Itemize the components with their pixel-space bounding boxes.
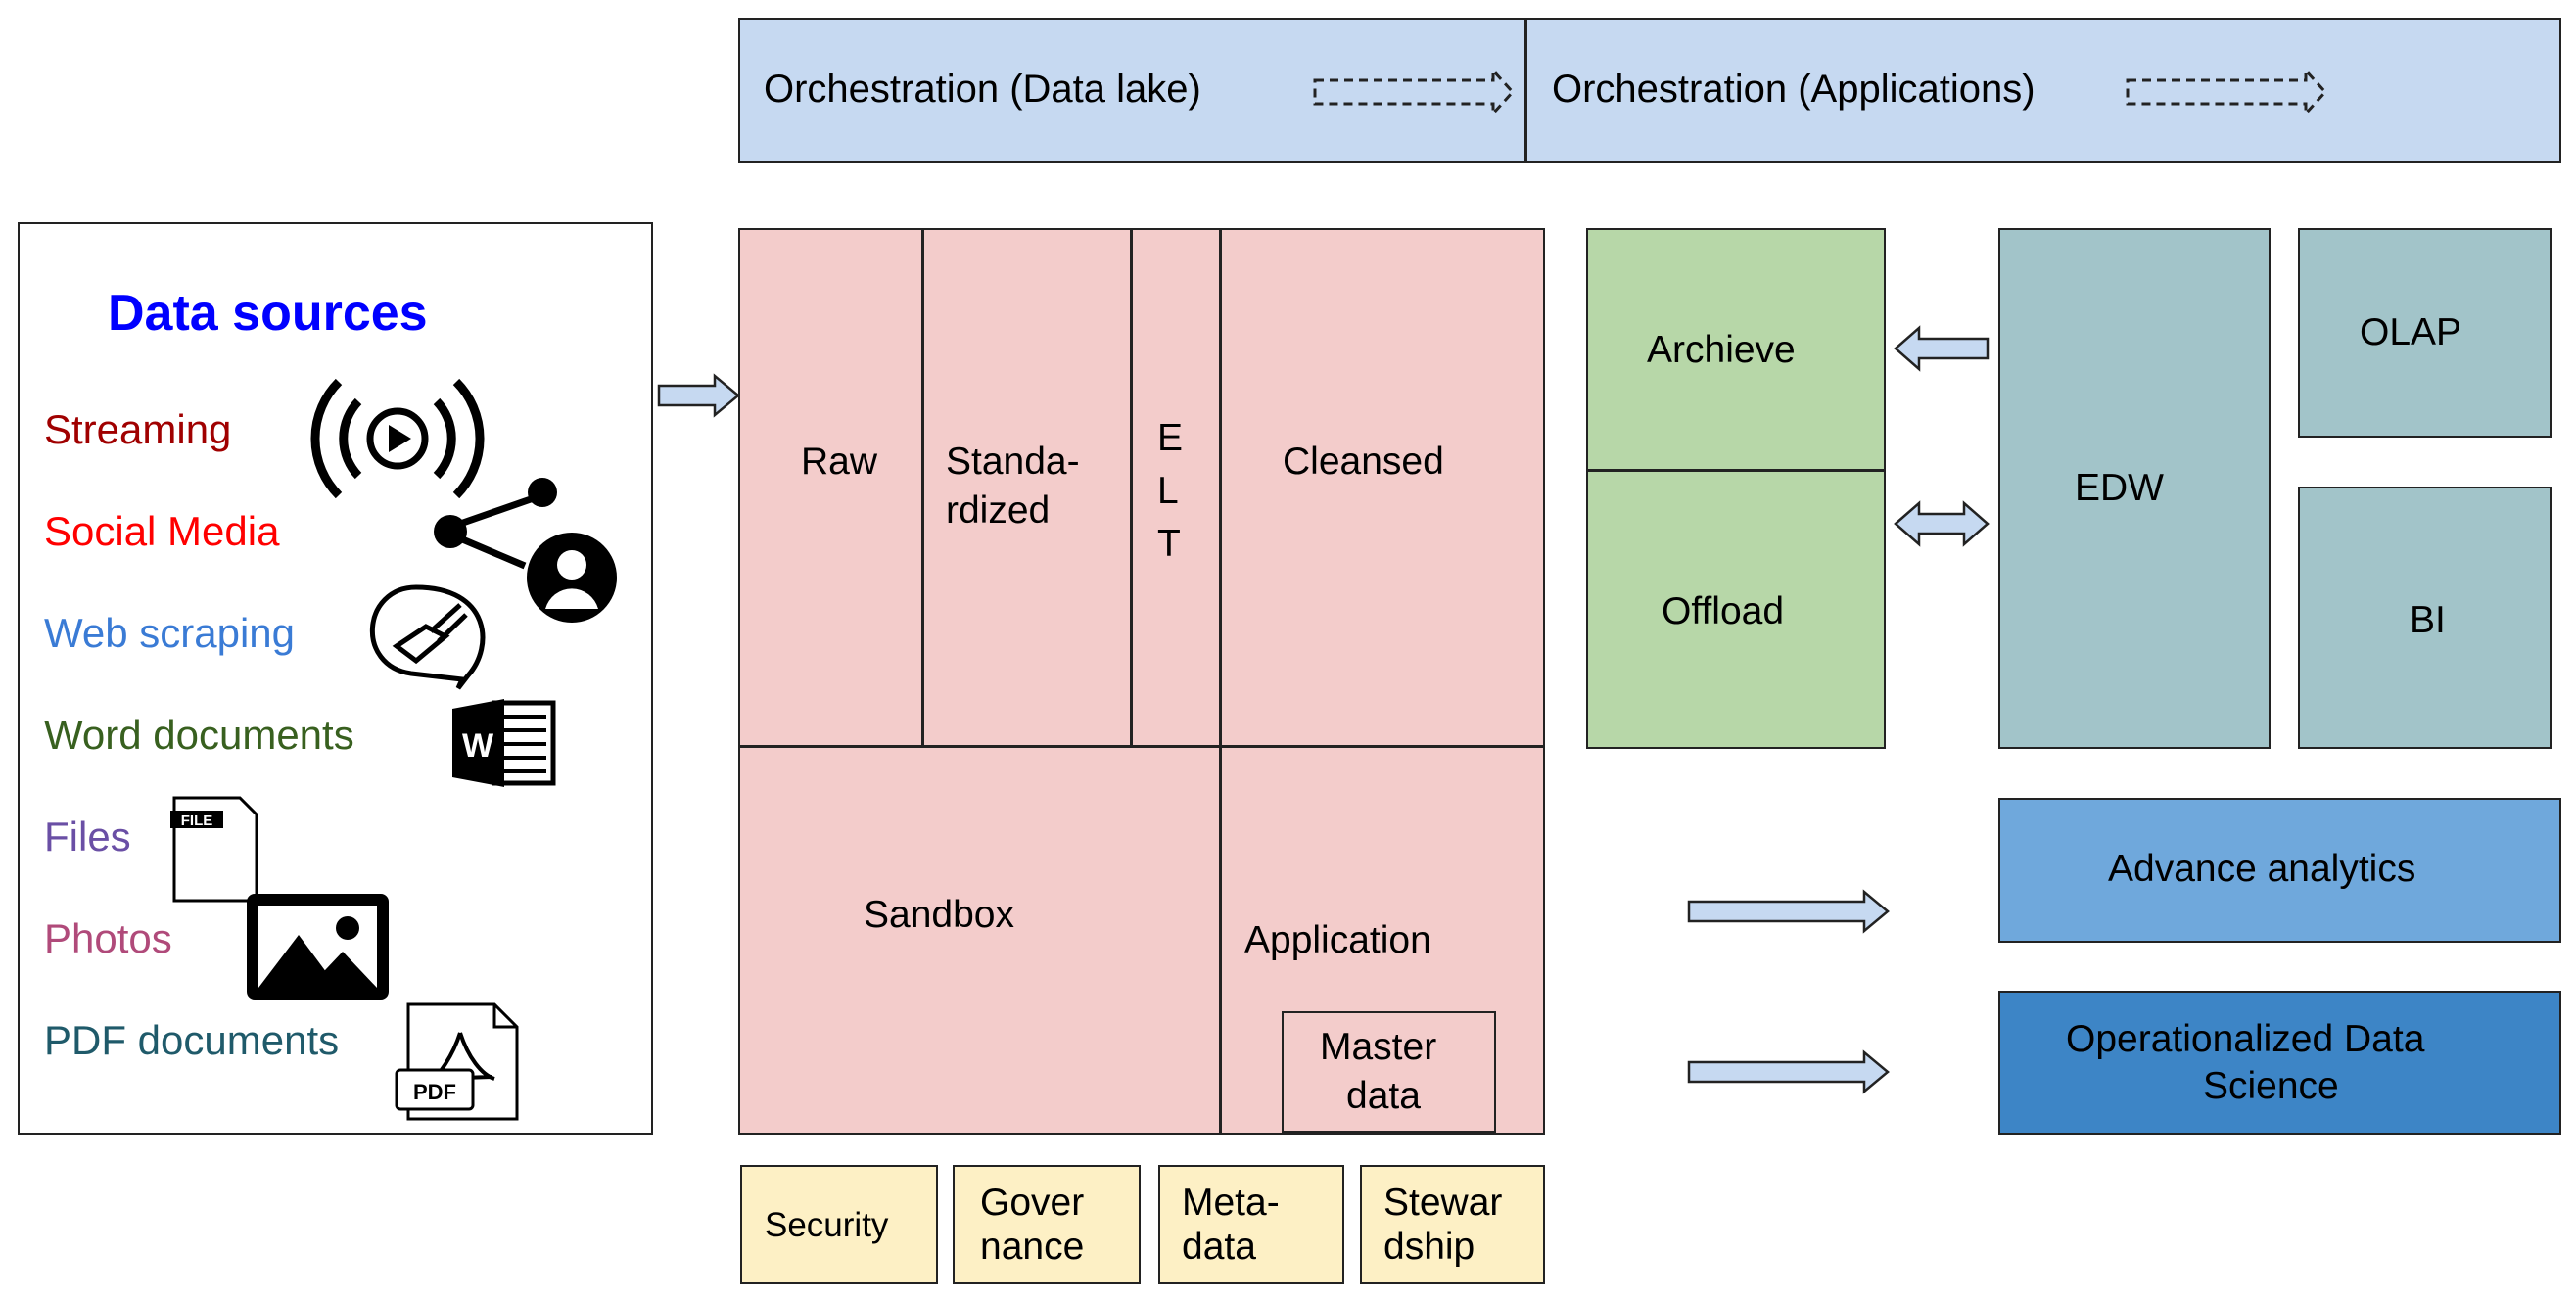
olap-label: OLAP	[2360, 311, 2462, 353]
operationalized-label-2: Science	[2203, 1065, 2339, 1107]
raw-zone-label: Raw	[801, 441, 878, 483]
web-scraping-icon	[370, 584, 486, 690]
svg-text:W: W	[462, 727, 494, 765]
orchestration-applications-label: Orchestration (Applications)	[1552, 68, 2036, 111]
edw-box	[1998, 228, 2271, 749]
orchestration-data-lake-arrow	[1313, 67, 1516, 117]
elt-divider	[1219, 228, 1222, 1135]
security-box	[740, 1165, 938, 1284]
orchestration-bar	[738, 18, 2561, 163]
sources-to-lake-arrow	[657, 373, 740, 418]
metadata-label-1: Meta-	[1182, 1182, 1280, 1224]
orchestration-divider	[1524, 18, 1527, 163]
stewardship-label-1: Stewar	[1383, 1182, 1503, 1224]
pdf-icon-text: PDF	[413, 1080, 456, 1104]
governance-label-1: Gover	[980, 1182, 1085, 1224]
edw-to-archive-arrow	[1894, 325, 1990, 372]
archive-offload-divider	[1586, 469, 1886, 472]
elt-label-t: T	[1157, 523, 1181, 565]
governance-label-2: nance	[980, 1226, 1085, 1268]
source-web-scraping-label: Web scraping	[44, 610, 296, 656]
edw-offload-double-arrow	[1894, 500, 1990, 547]
operationalized-label-1: Operationalized Data	[2066, 1018, 2425, 1060]
edw-label: EDW	[2075, 467, 2164, 509]
governance-box	[953, 1165, 1141, 1284]
olap-box	[2298, 228, 2552, 438]
standardized-zone-label-1: Standa-	[946, 441, 1080, 483]
metadata-label-2: data	[1182, 1226, 1256, 1268]
pdf-document-icon: PDF	[395, 1002, 519, 1121]
operationalized-data-science-box	[1998, 991, 2561, 1135]
orchestration-applications-arrow	[2126, 67, 2328, 117]
source-photos-label: Photos	[44, 915, 172, 961]
stewardship-box	[1360, 1165, 1545, 1284]
archieve-label: Archieve	[1647, 329, 1796, 371]
application-zone-label: Application	[1244, 919, 1431, 961]
bi-label: BI	[2410, 599, 2446, 641]
data-lake-zone	[738, 228, 1545, 1135]
data-lake-mid-divider	[738, 745, 1545, 748]
source-social-media-label: Social Media	[44, 508, 280, 554]
bi-box	[2298, 487, 2552, 749]
security-label: Security	[765, 1206, 889, 1244]
stewardship-label-2: dship	[1383, 1226, 1475, 1268]
source-pdf-documents-label: PDF documents	[44, 1017, 340, 1063]
standardized-divider	[1130, 228, 1133, 747]
to-operationalized-arrow	[1687, 1049, 1890, 1094]
archive-offload-zone	[1586, 228, 1886, 749]
source-word-documents-label: Word documents	[44, 712, 354, 758]
master-data-label-1: Master	[1320, 1026, 1437, 1068]
source-streaming-label: Streaming	[44, 406, 232, 452]
elt-label-l: L	[1157, 470, 1179, 512]
data-sources-title: Data sources	[108, 285, 428, 342]
file-icon: FILE	[170, 796, 258, 903]
master-data-box	[1282, 1011, 1496, 1133]
to-advance-analytics-arrow	[1687, 889, 1890, 934]
elt-label-e: E	[1157, 417, 1184, 459]
streaming-icon	[310, 378, 485, 499]
metadata-box	[1158, 1165, 1344, 1284]
file-icon-text: FILE	[181, 813, 213, 829]
raw-divider	[921, 228, 924, 747]
cleansed-zone-label: Cleansed	[1283, 441, 1444, 483]
advance-analytics-box	[1998, 798, 2561, 943]
photo-icon	[247, 894, 389, 1000]
offload-label: Offload	[1662, 590, 1785, 632]
word-document-icon: W	[452, 699, 556, 787]
social-share-icon	[434, 478, 617, 623]
master-data-label-2: data	[1346, 1075, 1421, 1117]
advance-analytics-label: Advance analytics	[2108, 848, 2416, 890]
streaming-play-glyph	[389, 425, 411, 452]
standardized-zone-label-2: rdized	[946, 489, 1051, 532]
orchestration-data-lake-label: Orchestration (Data lake)	[764, 68, 1201, 111]
source-files-label: Files	[44, 814, 131, 860]
sandbox-zone-label: Sandbox	[864, 894, 1014, 936]
